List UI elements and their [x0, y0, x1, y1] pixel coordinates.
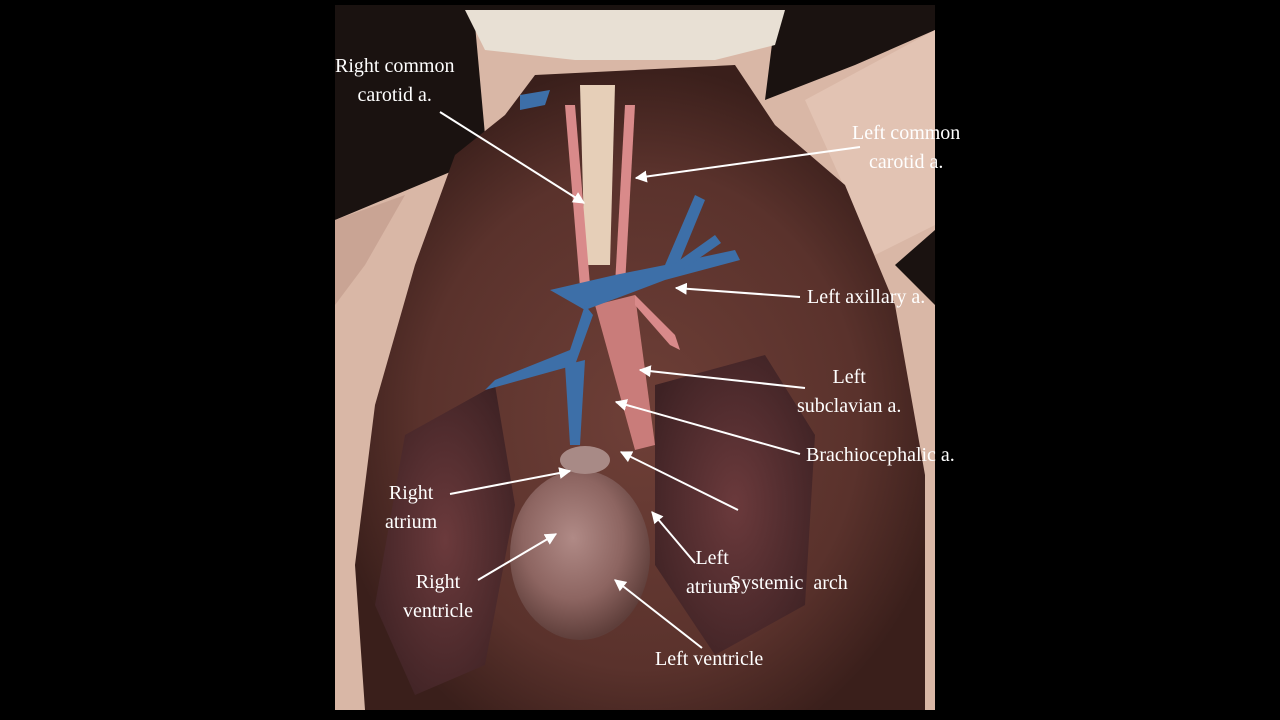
- label-left-ventricle: Left ventricle: [655, 648, 764, 670]
- label-right-common-carotid: Right common carotid a.: [335, 55, 455, 106]
- label-systemic-arch: Systemic arch: [730, 572, 848, 594]
- label-right-ventricle: Right ventricle: [403, 571, 473, 622]
- label-brachiocephalic: Brachiocephalic a.: [806, 444, 955, 466]
- label-left-axillary: Left axillary a.: [807, 286, 926, 308]
- label-left-common-carotid: Left common carotid a.: [852, 122, 961, 173]
- label-left-atrium: Left atrium: [686, 547, 739, 598]
- label-left-subclavian: Left subclavian a.: [797, 366, 902, 417]
- label-right-atrium: Right atrium: [385, 482, 438, 533]
